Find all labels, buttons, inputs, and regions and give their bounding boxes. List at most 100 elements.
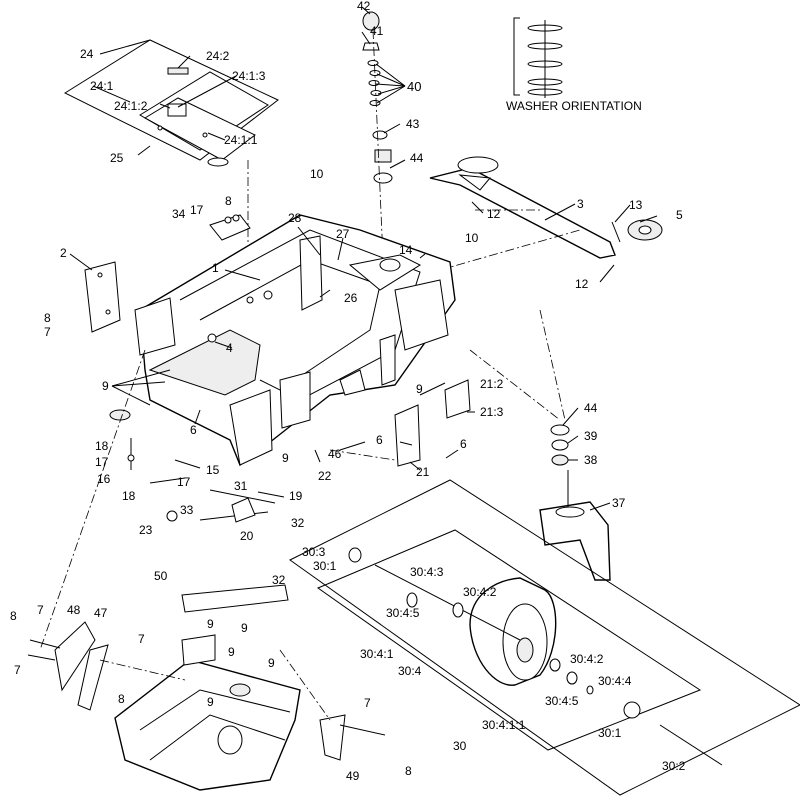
label-9b: 9 — [416, 382, 423, 396]
label-46: 46 — [328, 447, 342, 461]
label-24-1-3: 24:1:3 — [232, 69, 266, 83]
plate-21 — [394, 379, 471, 467]
label-19: 19 — [289, 489, 303, 503]
callout-labels: 42 41 40 43 44 WASHER ORIENTATION 24 24:… — [10, 0, 686, 783]
label-1: 1 — [212, 261, 219, 275]
label-17a: 17 — [190, 203, 204, 217]
label-leaders — [69, 6, 658, 511]
linkage-assembly — [166, 489, 285, 523]
label-30-4-4: 30:4:4 — [598, 674, 632, 688]
washer-orientation-note: WASHER ORIENTATION — [506, 99, 642, 113]
label-30-2: 30:2 — [662, 759, 686, 773]
label-8e: 8 — [405, 764, 412, 778]
label-7a: 7 — [44, 325, 51, 339]
label-23: 23 — [139, 523, 153, 537]
label-21-2: 21:2 — [480, 377, 504, 391]
label-17b: 17 — [95, 455, 109, 469]
label-9f: 9 — [228, 645, 235, 659]
label-47: 47 — [94, 606, 108, 620]
label-24-1: 24:1 — [90, 79, 114, 93]
label-32a: 32 — [291, 516, 305, 530]
main-frame — [109, 214, 456, 467]
label-28: 28 — [288, 211, 302, 225]
label-30-4-5a: 30:4:5 — [386, 606, 420, 620]
label-42: 42 — [357, 0, 371, 13]
label-27: 27 — [336, 227, 350, 241]
label-34: 34 — [172, 207, 186, 221]
label-30-3: 30:3 — [302, 545, 326, 559]
front-axle — [429, 156, 663, 271]
label-24-1-2: 24:1:2 — [114, 99, 148, 113]
label-15: 15 — [206, 463, 220, 477]
label-16: 16 — [97, 472, 111, 486]
label-17c: 17 — [177, 475, 191, 489]
label-6a: 6 — [190, 423, 197, 437]
label-10b: 10 — [465, 231, 479, 245]
label-18b: 18 — [122, 489, 136, 503]
steering-stack — [362, 11, 393, 259]
label-30-1a: 30:1 — [313, 559, 337, 573]
label-30-4-2a: 30:4:2 — [463, 585, 497, 599]
label-24: 24 — [80, 47, 94, 61]
label-9e: 9 — [241, 621, 248, 635]
label-20: 20 — [240, 529, 254, 543]
label-7e: 7 — [364, 696, 371, 710]
label-7c: 7 — [138, 632, 145, 646]
label-31: 31 — [234, 479, 248, 493]
washer-orientation-detail — [513, 17, 563, 98]
label-30-4-5b: 30:4:5 — [545, 694, 579, 708]
label-21-3: 21:3 — [480, 405, 504, 419]
label-18a: 18 — [95, 439, 109, 453]
label-9d: 9 — [207, 617, 214, 631]
label-8b: 8 — [44, 311, 51, 325]
label-43: 43 — [406, 117, 420, 131]
label-39: 39 — [584, 429, 598, 443]
label-4: 4 — [226, 341, 233, 355]
label-8d: 8 — [118, 692, 125, 706]
label-30-4-1: 30:4:1 — [360, 647, 394, 661]
side-plate — [84, 261, 121, 333]
label-10a: 10 — [310, 167, 324, 181]
label-9a: 9 — [102, 379, 109, 393]
left-hardware — [127, 438, 201, 484]
label-2: 2 — [60, 246, 67, 260]
label-9h: 9 — [207, 695, 214, 709]
label-7b: 7 — [37, 603, 44, 617]
label-22: 22 — [318, 469, 332, 483]
label-30-4-3: 30:4:3 — [410, 565, 444, 579]
label-38: 38 — [584, 453, 598, 467]
label-49: 49 — [346, 769, 360, 783]
wheel-assembly — [289, 479, 800, 796]
label-8a: 8 — [225, 194, 232, 208]
label-5: 5 — [676, 208, 683, 222]
label-30-4-2b: 30:4:2 — [570, 652, 604, 666]
label-33: 33 — [180, 503, 194, 517]
label-40: 40 — [407, 79, 421, 94]
label-21: 21 — [416, 465, 430, 479]
label-30-4-1-1: 30:4:1:1 — [482, 718, 526, 732]
label-44a: 44 — [410, 151, 424, 165]
label-30-4: 30:4 — [398, 664, 422, 678]
label-13: 13 — [629, 198, 643, 212]
label-24-1-1: 24:1:1 — [224, 133, 258, 147]
label-48: 48 — [67, 603, 81, 617]
label-3: 3 — [577, 197, 584, 211]
label-9g: 9 — [268, 656, 275, 670]
label-14: 14 — [399, 243, 413, 257]
label-9c: 9 — [282, 451, 289, 465]
label-30: 30 — [453, 739, 467, 753]
label-6b: 6 — [376, 433, 383, 447]
label-12a: 12 — [487, 207, 501, 221]
label-12b: 12 — [575, 277, 589, 291]
label-24-2: 24:2 — [206, 49, 230, 63]
bracket-34 — [209, 214, 251, 241]
label-50: 50 — [154, 569, 168, 583]
leader-dash-lines — [39, 160, 566, 721]
label-30-1b: 30:1 — [598, 726, 622, 740]
label-8c: 8 — [10, 609, 17, 623]
label-41: 41 — [370, 24, 384, 38]
floor-plate-assembly — [63, 39, 279, 167]
caster-fork — [539, 424, 611, 581]
label-7d: 7 — [14, 663, 21, 677]
